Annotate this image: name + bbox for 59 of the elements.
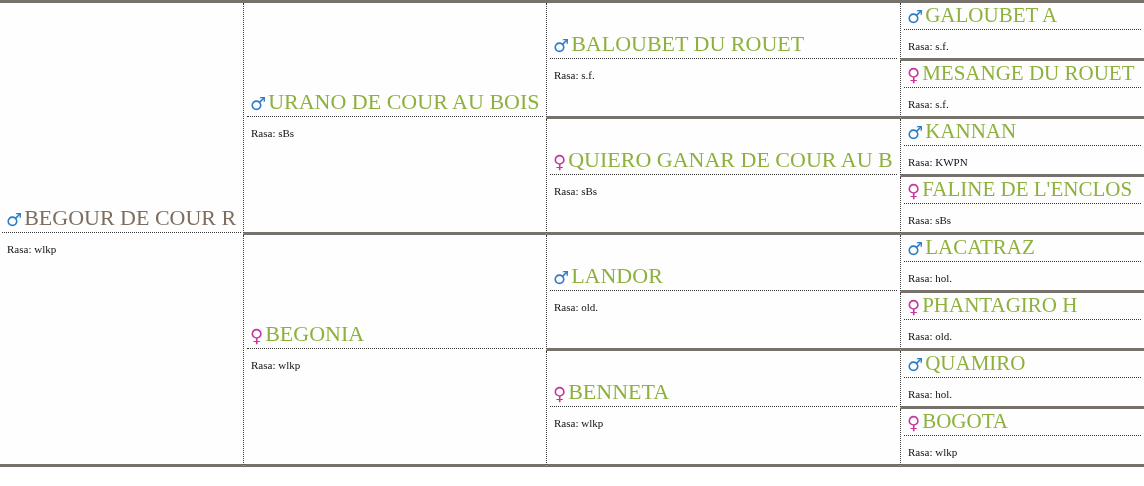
pedigree-cell [546, 235, 900, 351]
breed-label: Rasa: wlkp [7, 242, 57, 255]
male-sign: ♂ [6, 210, 23, 229]
horse-name: QUIERO GANAR DE COUR AU B [568, 148, 893, 171]
male-sign: ♂ [907, 7, 924, 26]
horse-name: BOGOTA [922, 410, 1008, 432]
female-sign: ♀ [907, 413, 921, 432]
male-sign: ♂ [553, 36, 570, 55]
pedigree-cell [546, 3, 900, 119]
horse-name: BEGOUR DE COUR R [24, 206, 237, 229]
horse-name: KANNAN [925, 120, 1017, 142]
horse-name: LANDOR [571, 264, 663, 287]
breed-label: Rasa: sBs [554, 184, 598, 197]
horse-name: MESANGE DU ROUET [922, 62, 1135, 84]
pedigree-cell [900, 351, 1144, 409]
horse-name: BALOUBET DU ROUET [571, 32, 805, 55]
breed-label: Rasa: sBs [251, 126, 295, 139]
pedigree-cell [243, 3, 546, 235]
pedigree-cell [546, 119, 900, 235]
breed-label: Rasa: wlkp [554, 416, 604, 429]
male-sign: ♂ [907, 239, 924, 258]
horse-name: LACATRAZ [925, 236, 1035, 258]
breed-label: Rasa: sBs [908, 213, 952, 226]
breed-label: Rasa: s.f. [908, 39, 949, 52]
horse-name: BEGONIA [265, 322, 365, 345]
breed-label: Rasa: hol. [908, 387, 952, 400]
female-sign: ♀ [553, 384, 567, 403]
breed-label: Rasa: s.f. [908, 97, 949, 110]
pedigree-cell [900, 409, 1144, 467]
female-sign: ♀ [553, 152, 567, 171]
horse-name: FALINE DE L'ENCLOS [922, 178, 1133, 200]
pedigree-cell [900, 293, 1144, 351]
horse-name: BENNETA [568, 380, 670, 403]
female-sign: ♀ [907, 181, 921, 200]
pedigree-cell [546, 351, 900, 467]
pedigree-cell [900, 177, 1144, 235]
pedigree-cell [900, 3, 1144, 61]
horse-name: GALOUBET A [925, 4, 1058, 26]
female-sign: ♀ [907, 297, 921, 316]
female-sign: ♀ [250, 326, 264, 345]
horse-name: PHANTAGIRO H [922, 294, 1078, 316]
pedigree-cell [900, 235, 1144, 293]
breed-label: Rasa: KWPN [908, 155, 968, 168]
pedigree-cell [900, 119, 1144, 177]
pedigree-cell [243, 235, 546, 467]
breed-label: Rasa: wlkp [251, 358, 301, 371]
male-sign: ♂ [907, 123, 924, 142]
female-sign: ♀ [907, 65, 921, 84]
pedigree-cell [900, 61, 1144, 119]
male-sign: ♂ [250, 94, 267, 113]
breed-label: Rasa: wlkp [908, 445, 958, 458]
horse-name: QUAMIRO [925, 352, 1026, 374]
horse-name: URANO DE COUR AU BOIS [268, 90, 540, 113]
breed-label: Rasa: old. [908, 329, 952, 342]
breed-label: Rasa: s.f. [554, 68, 595, 81]
breed-label: Rasa: old. [554, 300, 598, 313]
male-sign: ♂ [907, 355, 924, 374]
male-sign: ♂ [553, 268, 570, 287]
breed-label: Rasa: hol. [908, 271, 952, 284]
